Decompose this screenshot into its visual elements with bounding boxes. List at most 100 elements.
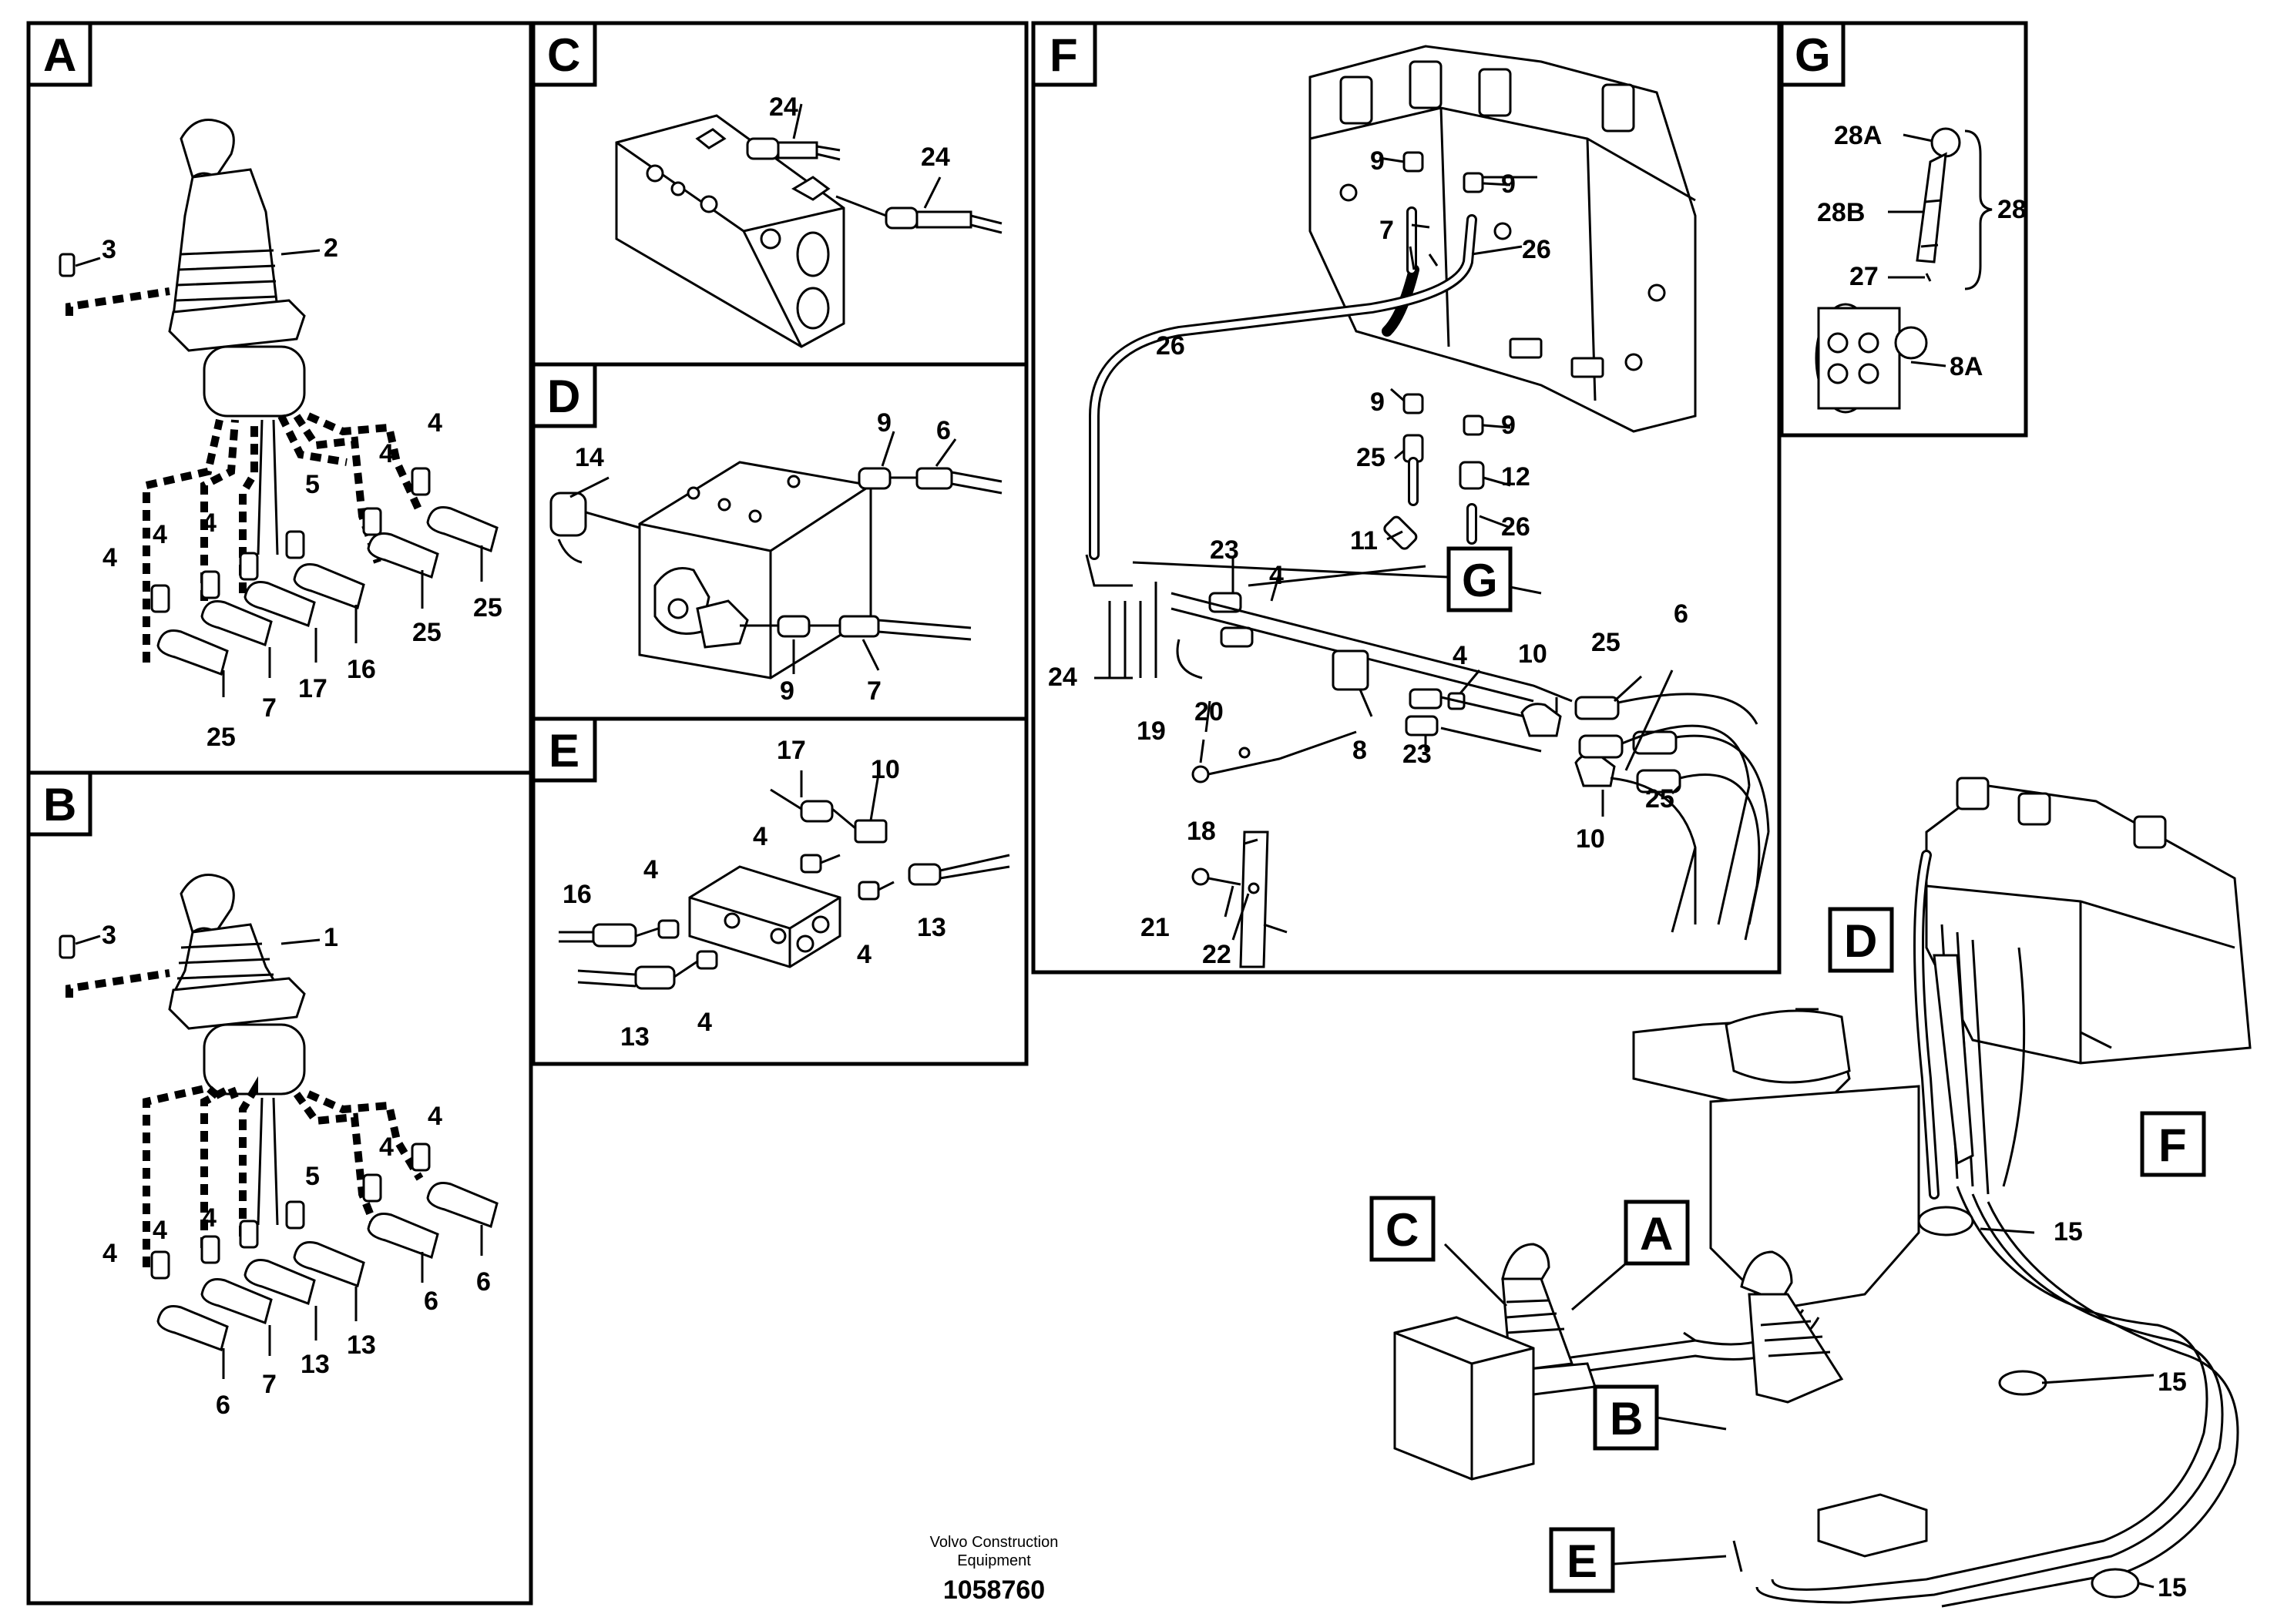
panel-a-label-6: 4 — [379, 439, 394, 468]
tag-a-box — [26, 21, 92, 87]
panel-b-label-4: 4 — [153, 1216, 167, 1245]
tag-c-box — [531, 21, 597, 87]
panel-e-label-9: 13 — [917, 913, 946, 942]
panel-c-label-1: 24 — [769, 92, 798, 122]
overview-tag-e: E — [1567, 1535, 1597, 1587]
panel-f-drawing — [1085, 45, 1770, 968]
panel-d-label-2: 9 — [877, 408, 892, 438]
panel-g-label-5: 8A — [1950, 352, 1983, 381]
overview-label-3: 15 — [2158, 1573, 2187, 1602]
panel-a-label-12: 7 — [262, 693, 277, 723]
panel-f-label-17: 18 — [1187, 817, 1216, 846]
panel-b-label-8: 5 — [305, 1162, 320, 1191]
panel-f-label-3: 7 — [1379, 216, 1394, 245]
panel-f-label-8: 25 — [1356, 443, 1385, 472]
panel-a-label-7: 4 — [428, 408, 442, 438]
tag-d-box — [531, 362, 597, 428]
overview-tag-c-box — [1369, 1196, 1436, 1262]
panel-f-label-5: 26 — [1156, 331, 1185, 361]
panel-f-label-15: 20 — [1194, 697, 1224, 726]
panel-b-label-1: 3 — [102, 921, 116, 950]
overview-tag-b-box — [1593, 1384, 1659, 1451]
panel-g-label-3: 28 — [1997, 195, 2027, 224]
panel-e-label-1: 17 — [777, 736, 806, 765]
panel-f-label-9: 12 — [1501, 462, 1530, 492]
panel-f-label-10: 26 — [1501, 512, 1530, 542]
tag-f-box — [1031, 21, 1097, 87]
panel-a-label-15: 25 — [412, 618, 442, 647]
callout-g-box — [1446, 546, 1513, 612]
panel-d-label-4: 9 — [780, 676, 794, 706]
panel-f-label-13: 4 — [1269, 561, 1284, 590]
panel-e-label-3: 4 — [753, 822, 767, 851]
overview-tag-a-box — [1624, 1200, 1690, 1266]
panel-e-label-8: 4 — [857, 940, 872, 969]
panel-f-label-18: 21 — [1140, 913, 1170, 942]
panel-b-label-6: 4 — [379, 1132, 394, 1162]
panel-g-label-1: 28A — [1834, 121, 1882, 150]
panel-f-label-14: 24 — [1048, 663, 1077, 692]
panel-b-label-5: 4 — [202, 1203, 217, 1233]
panel-g-drawing — [1815, 127, 1993, 414]
overview-tag-f: F — [2158, 1119, 2187, 1171]
panel-b-label-3: 4 — [102, 1239, 117, 1268]
panel-b-label-13: 13 — [347, 1330, 376, 1360]
panel-e-label-7: 4 — [697, 1008, 712, 1037]
panel-e-frame — [531, 716, 1029, 1066]
tag-d: D — [547, 371, 580, 422]
panel-a-label-2: 2 — [324, 233, 338, 263]
panel-a-drawing — [59, 119, 499, 697]
panel-e-label-2: 10 — [871, 755, 900, 784]
panel-f-label-20: 8 — [1352, 736, 1367, 765]
panel-f-frame — [1031, 21, 1782, 975]
overview-tag-d: D — [1844, 915, 1877, 967]
footer-company-line2: Equipment — [957, 1552, 1031, 1569]
panel-a-label-4: 4 — [153, 520, 167, 549]
panel-a-label-14: 16 — [347, 655, 376, 684]
tag-g-box — [1779, 21, 1846, 87]
panel-b-label-7: 4 — [428, 1102, 442, 1131]
panel-f-label-1: 9 — [1370, 146, 1385, 176]
panel-a-label-13: 17 — [298, 674, 327, 703]
overview-tag-b: B — [1610, 1393, 1643, 1444]
panel-a-label-11: 25 — [473, 593, 502, 622]
panel-f-label-7: 9 — [1501, 411, 1516, 440]
panel-d-drawing — [549, 431, 1003, 679]
panel-f-label-25: 6 — [1674, 599, 1688, 629]
panel-a-label-10: 25 — [207, 723, 236, 752]
panel-e-label-4: 16 — [563, 880, 592, 909]
overview-drawing — [1393, 777, 2252, 1608]
footer-company-line1: Volvo Construction — [930, 1534, 1059, 1551]
panel-e-drawing — [559, 770, 1010, 990]
panel-f-label-22: 4 — [1453, 641, 1467, 670]
panel-d-label-3: 6 — [936, 416, 951, 445]
panel-b-label-15: 6 — [476, 1267, 491, 1297]
panel-f-label-24: 25 — [1591, 628, 1621, 657]
panel-b-label-2: 1 — [324, 923, 338, 952]
overview-tag-e-box — [1549, 1527, 1615, 1593]
overview-tag-d-box — [1828, 907, 1894, 973]
panel-a-label-8: 5 — [305, 470, 320, 499]
panel-c-label-2: 24 — [921, 143, 950, 172]
tag-e-box — [531, 716, 597, 783]
panel-b-label-12: 13 — [301, 1350, 330, 1379]
panel-a-label-5: 4 — [202, 508, 217, 538]
tag-e: E — [549, 725, 579, 777]
panel-a-label-3: 4 — [102, 543, 117, 572]
tag-a: A — [43, 29, 76, 81]
panel-g-frame — [1779, 21, 2028, 438]
overview-tag-f-box — [2140, 1111, 2206, 1177]
callout-g: G — [1462, 555, 1498, 606]
panel-g-label-4: 27 — [1849, 262, 1879, 291]
tag-g: G — [1795, 29, 1831, 81]
panel-d-label-5: 7 — [867, 676, 882, 706]
panel-f-label-6: 9 — [1370, 388, 1385, 417]
panel-e-label-6: 13 — [620, 1022, 650, 1052]
panel-e-label-5: 4 — [643, 855, 658, 884]
panel-c-drawing — [615, 103, 1003, 348]
panel-f-label-16: 19 — [1137, 716, 1166, 746]
panel-b-label-11: 7 — [262, 1370, 277, 1399]
overview-label-1: 15 — [2054, 1217, 2083, 1247]
